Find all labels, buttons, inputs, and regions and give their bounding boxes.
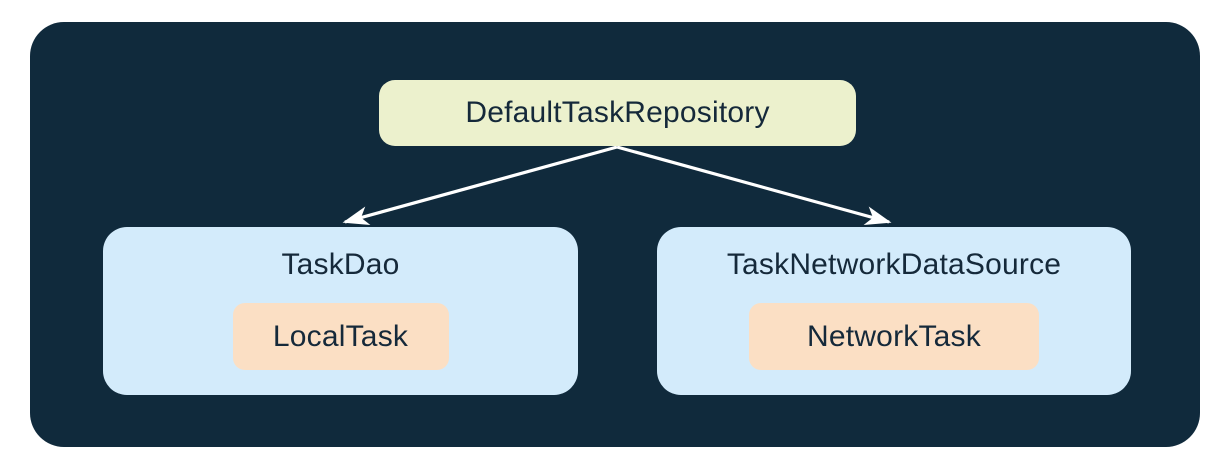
node-task-dao[interactable]: TaskDao LocalTask: [103, 227, 578, 395]
chip-label-network-task: NetworkTask: [807, 319, 981, 353]
chip-label-local-task: LocalTask: [272, 319, 409, 353]
node-task-network-data-source[interactable]: TaskNetworkDataSource NetworkTask: [657, 227, 1131, 395]
chip-network-task[interactable]: NetworkTask: [749, 303, 1039, 370]
node-title-network-source: TaskNetworkDataSource: [726, 248, 1062, 281]
node-title-local-source: TaskDao: [281, 248, 400, 281]
node-default-task-repository[interactable]: DefaultTaskRepository: [379, 80, 856, 146]
node-title-repository: DefaultTaskRepository: [465, 96, 770, 129]
chip-local-task[interactable]: LocalTask: [232, 303, 449, 370]
